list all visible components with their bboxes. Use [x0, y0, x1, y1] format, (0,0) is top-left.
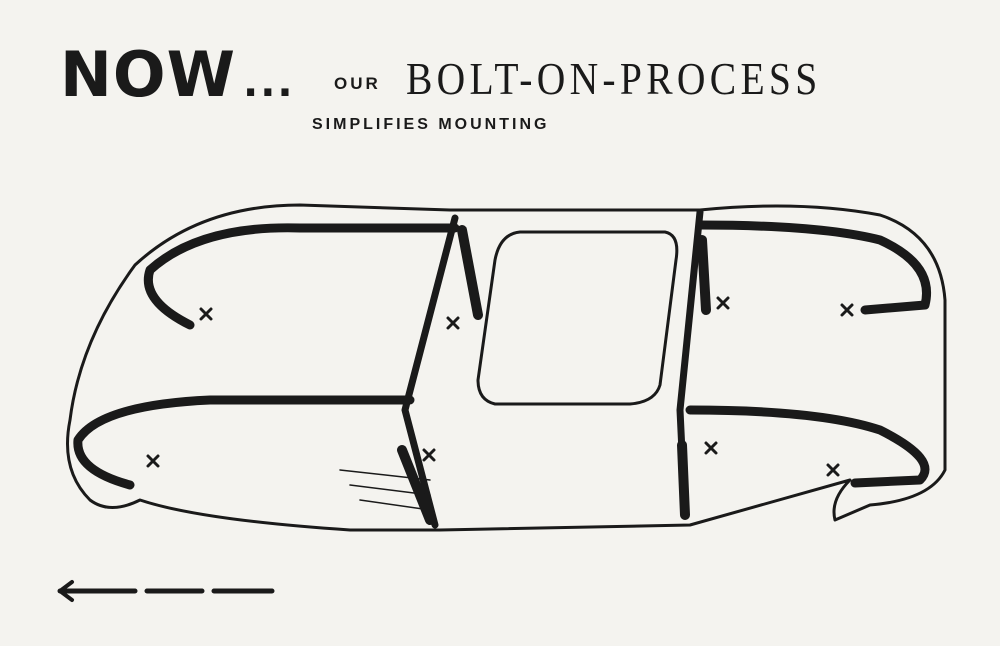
headline-process: BOLT-ON-PROCESS [406, 53, 822, 104]
headline-now: NOW [60, 38, 236, 111]
headline-subtitle: SIMPLIFIES MOUNTING [312, 116, 550, 133]
headline-our: OUR [334, 74, 381, 93]
headline-ellipsis: ... [243, 60, 295, 106]
